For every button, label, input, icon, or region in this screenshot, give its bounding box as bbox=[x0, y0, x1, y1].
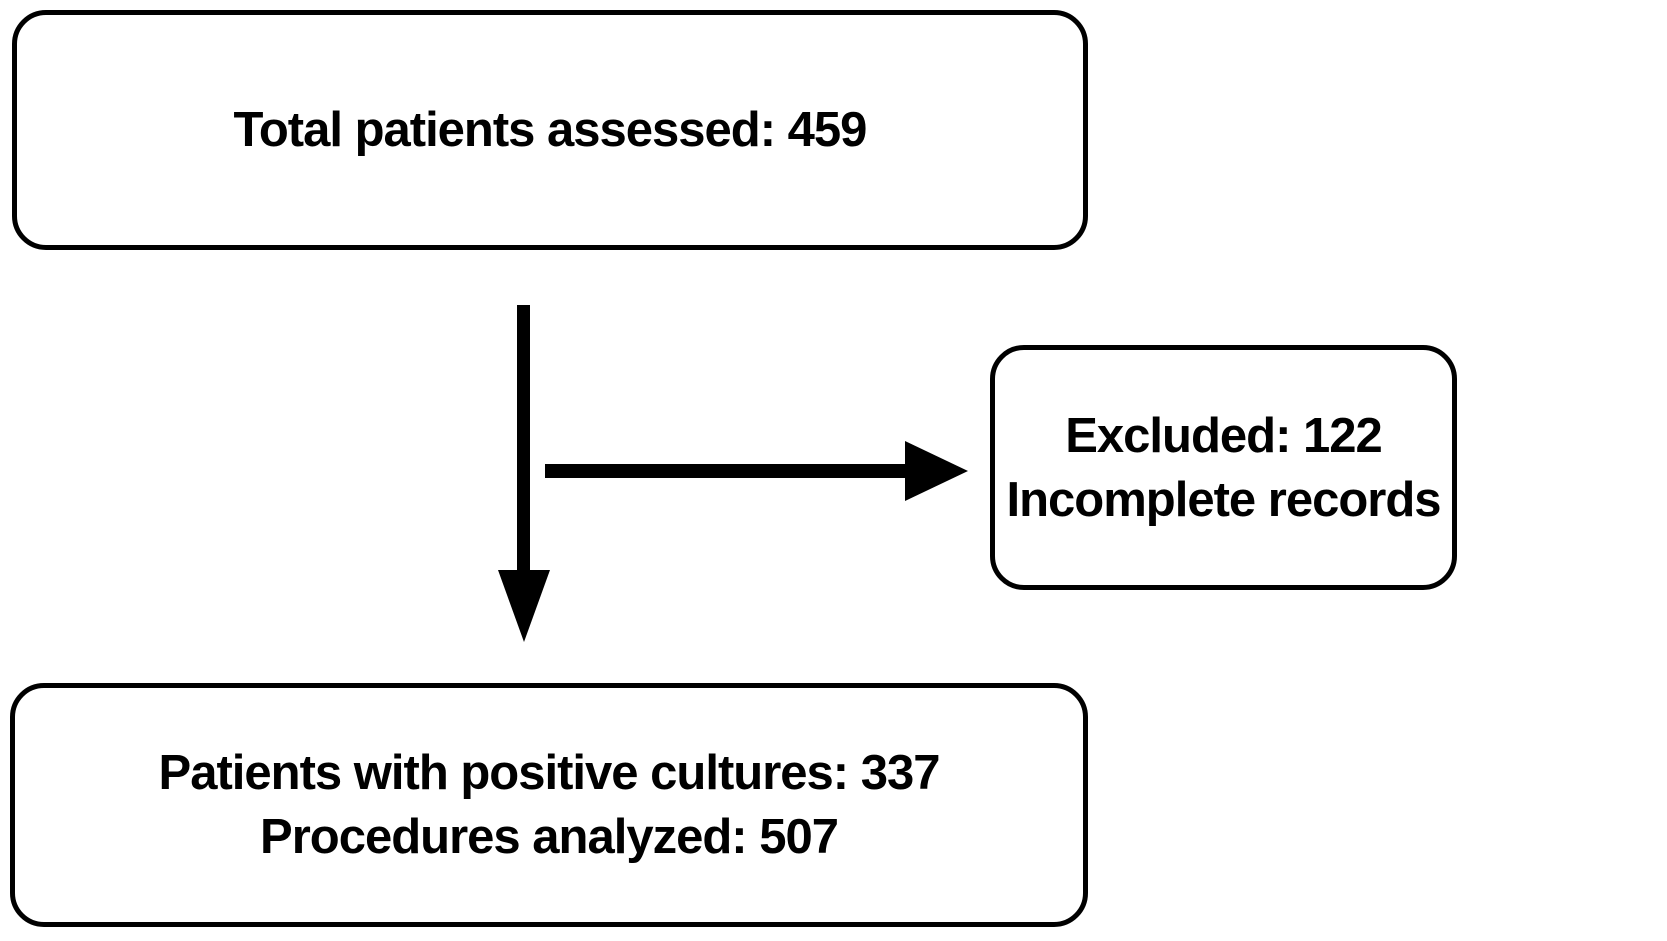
flow-node-analyzed-text-line2: Procedures analyzed: 507 bbox=[260, 810, 839, 864]
flow-node-excluded-text-line2: Incomplete records bbox=[1006, 472, 1441, 527]
right-arrow-icon bbox=[545, 441, 968, 501]
flow-node-analyzed: Patients with positive cultures: 337 Pro… bbox=[10, 683, 1088, 927]
flow-node-total-assessed-text: Total patients assessed: 459 bbox=[233, 103, 868, 157]
down-arrow-icon bbox=[498, 305, 550, 642]
flow-node-analyzed-text-line1: Patients with positive cultures: 337 bbox=[158, 746, 941, 800]
flow-node-total-assessed: Total patients assessed: 459 bbox=[12, 10, 1088, 250]
flow-node-excluded-text-line1: Excluded: 122 bbox=[1065, 408, 1383, 463]
flow-node-excluded: Excluded: 122 Incomplete records bbox=[990, 345, 1457, 590]
